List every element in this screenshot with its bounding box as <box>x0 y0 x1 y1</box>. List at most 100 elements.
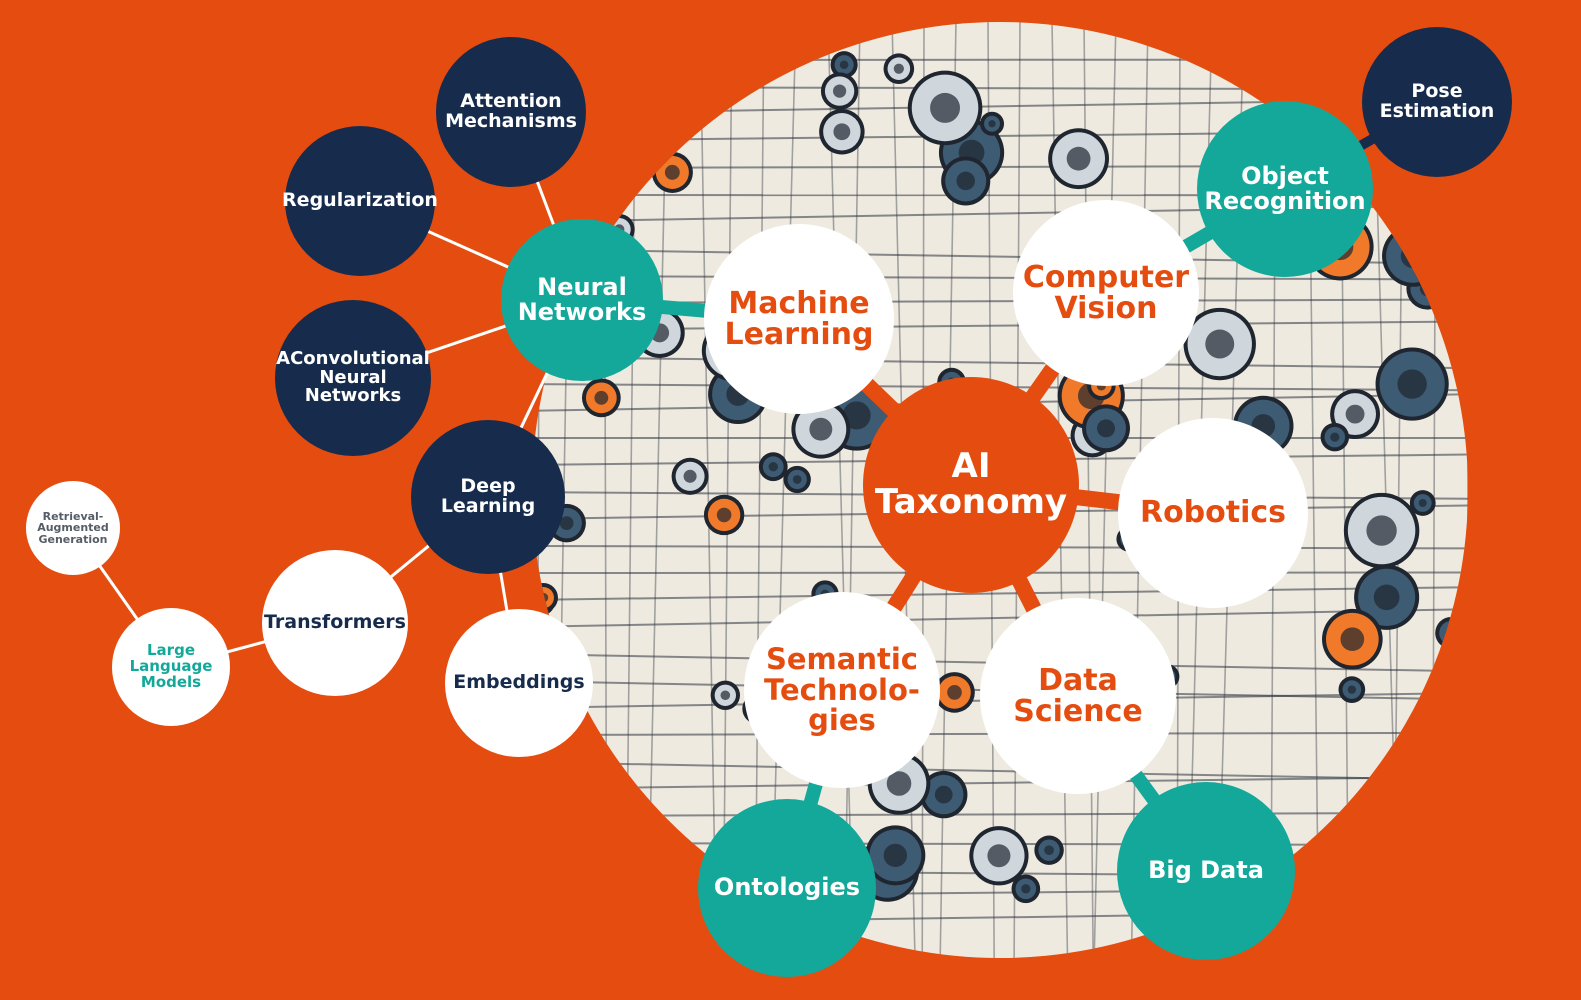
decor-line <box>699 22 718 958</box>
node-label: Object Recognition <box>1204 161 1366 215</box>
decor-node <box>683 469 697 483</box>
decor-node <box>1293 875 1366 948</box>
node-label: Ontologies <box>713 873 861 902</box>
decor-node <box>536 596 546 607</box>
decor-node <box>537 184 577 225</box>
node-label: Transformers <box>264 611 406 634</box>
node-retrieval-augmented-generation[interactable]: Retrieval- Augmented Generation <box>26 481 120 575</box>
node-label: Embeddings <box>453 671 585 694</box>
decor-node <box>716 507 732 523</box>
decor-node <box>1419 280 1436 297</box>
decor-node <box>1414 744 1444 774</box>
decor-node <box>1345 404 1365 424</box>
node-convolutional-neural-networks[interactable]: AConvolutional Neural Networks <box>275 300 431 456</box>
node-semantic-technologies[interactable]: Semantic Technolo- gies <box>744 592 940 788</box>
node-big-data[interactable]: Big Data <box>1117 782 1295 960</box>
node-label: Regularization <box>282 189 438 212</box>
decor-line <box>532 811 1468 817</box>
decor-line <box>532 608 1468 628</box>
decor-node <box>768 462 778 472</box>
decor-line <box>532 356 1468 370</box>
node-pose-estimation[interactable]: Pose Estimation <box>1362 27 1512 177</box>
node-embeddings[interactable]: Embeddings <box>445 609 593 757</box>
node-label: Computer Vision <box>1022 259 1190 326</box>
node-label: Deep Learning <box>440 475 536 517</box>
node-label: Attention Mechanisms <box>445 90 577 132</box>
decor-node <box>1297 879 1362 944</box>
decor-node <box>883 843 908 868</box>
decor-node <box>809 417 833 441</box>
node-robotics[interactable]: Robotics <box>1118 418 1308 608</box>
decor-node <box>839 60 849 70</box>
decor-node <box>532 896 568 945</box>
decor-node <box>842 401 871 430</box>
decor-node <box>559 516 574 531</box>
decor-node <box>613 922 632 941</box>
decor-node <box>947 685 962 700</box>
node-label: Large Language Models <box>129 641 213 691</box>
decor-node <box>1411 745 1468 801</box>
decor-node <box>595 200 611 215</box>
decor-line <box>827 22 855 958</box>
node-object-recognition[interactable]: Object Recognition <box>1197 101 1373 277</box>
decor-node <box>1397 369 1427 399</box>
node-transformers[interactable]: Transformers <box>262 550 408 696</box>
node-deep-learning[interactable]: Deep Learning <box>411 420 565 574</box>
decor-node <box>1340 627 1365 652</box>
decor-node <box>1415 749 1464 797</box>
decor-node <box>532 587 554 609</box>
node-ai-taxonomy[interactable]: AI Taxonomy <box>863 377 1079 593</box>
node-data-science[interactable]: Data Science <box>980 598 1176 794</box>
decor-node <box>598 907 647 956</box>
decor-node <box>832 84 847 98</box>
decor-node <box>1205 329 1235 359</box>
decor-node <box>1373 584 1400 611</box>
decor-node <box>602 911 643 952</box>
decor-line <box>1093 22 1117 958</box>
decor-node <box>664 164 680 180</box>
decor-node <box>532 892 572 949</box>
decor-node <box>1347 685 1357 694</box>
decor-node <box>987 844 1011 868</box>
decor-node <box>1418 498 1427 508</box>
node-regularization[interactable]: Regularization <box>282 126 438 276</box>
node-ontologies[interactable]: Ontologies <box>698 799 876 977</box>
decor-node <box>1315 897 1345 926</box>
node-ai-taxonomy-label: AI Taxonomy <box>874 446 1068 522</box>
decor-node <box>720 690 731 701</box>
decor-node <box>538 592 549 603</box>
decor-node <box>680 29 708 57</box>
decor-node <box>549 197 564 212</box>
decor-node <box>934 785 953 804</box>
decor-node <box>1445 627 1457 639</box>
node-attention-mechanisms[interactable]: Attention Mechanisms <box>436 37 586 187</box>
decor-node <box>663 22 724 73</box>
decor-line <box>843 22 861 958</box>
node-computer-vision[interactable]: Computer Vision <box>1013 200 1199 386</box>
node-label: Semantic Technolo- gies <box>764 642 920 738</box>
decor-line <box>532 775 1468 790</box>
decor-node <box>886 771 912 796</box>
node-neural-networks[interactable]: Neural Networks <box>501 219 663 381</box>
node-large-language-models[interactable]: Large Language Models <box>112 608 230 726</box>
decor-node <box>1439 620 1464 645</box>
node-label: AConvolutional Neural Networks <box>276 347 430 407</box>
decor-line <box>532 586 1468 601</box>
decor-node <box>1392 722 1465 796</box>
decor-node <box>1366 515 1397 546</box>
decor-node <box>1044 845 1054 856</box>
decor-node <box>1428 762 1450 784</box>
decor-line <box>532 275 1468 281</box>
decor-node <box>930 92 961 123</box>
node-label: Data Science <box>1013 662 1143 729</box>
node-machine-learning[interactable]: Machine Learning <box>704 224 894 414</box>
decor-node <box>1386 229 1440 283</box>
decor-node <box>594 390 609 405</box>
decor-node <box>956 171 975 191</box>
decor-node <box>1396 726 1461 792</box>
decor-node <box>532 909 555 932</box>
decor-node <box>1097 419 1115 438</box>
decor-node <box>1066 146 1091 171</box>
node-label: Neural Networks <box>517 272 647 326</box>
decor-line <box>722 22 733 958</box>
